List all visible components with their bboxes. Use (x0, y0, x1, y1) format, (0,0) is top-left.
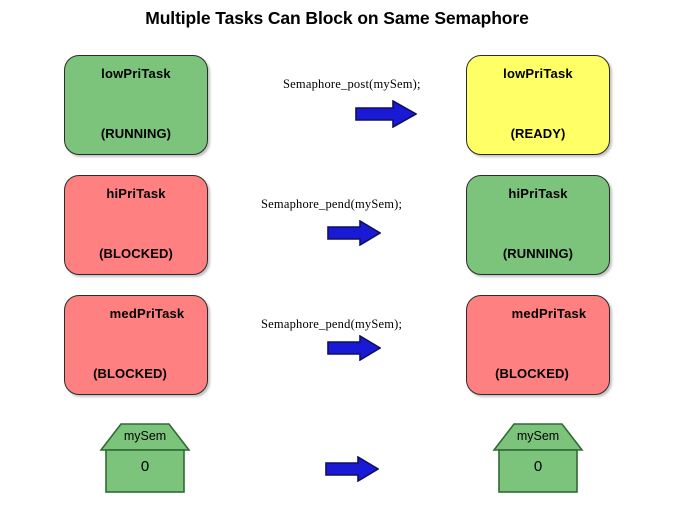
task-box-hi-pri-before: hiPriTask (BLOCKED) (64, 175, 208, 275)
task-box-med-pri-before: medPriTask (BLOCKED) (64, 295, 208, 395)
semaphore-shape-after: mySem 0 (490, 422, 586, 494)
task-name: medPriTask (109, 306, 185, 321)
semaphore-name: mySem (516, 429, 560, 443)
task-box-low-pri-after: lowPriTask (READY) (466, 55, 610, 155)
page-title: Multiple Tasks Can Block on Same Semapho… (145, 8, 529, 28)
semaphore-name: mySem (123, 429, 167, 443)
task-box-hi-pri-after: hiPriTask (RUNNING) (466, 175, 610, 275)
code-label-semaphore-pend-med: Semaphore_pend(mySem); (261, 317, 403, 331)
task-state: (BLOCKED) (99, 246, 173, 261)
semaphore-count: 0 (140, 458, 150, 475)
task-name: lowPriTask (101, 66, 171, 81)
task-state: (RUNNING) (100, 126, 172, 141)
task-state: (BLOCKED) (93, 366, 167, 381)
task-name: lowPriTask (503, 66, 573, 81)
right-arrow-icon (355, 99, 418, 133)
task-box-low-pri-before: lowPriTask (RUNNING) (64, 55, 208, 155)
task-state: (BLOCKED) (495, 366, 569, 381)
semaphore-shape-before: mySem 0 (97, 422, 193, 494)
right-arrow-icon (327, 334, 382, 366)
task-state: (RUNNING) (502, 246, 574, 261)
task-box-med-pri-after: medPriTask (BLOCKED) (466, 295, 610, 395)
task-name: medPriTask (511, 306, 587, 321)
code-label-semaphore-post: Semaphore_post(mySem); (283, 77, 421, 91)
task-name: hiPriTask (508, 186, 568, 201)
semaphore-count: 0 (533, 458, 543, 475)
task-name: hiPriTask (106, 186, 166, 201)
task-state: (READY) (510, 126, 566, 141)
right-arrow-icon (325, 455, 380, 487)
right-arrow-icon (327, 219, 382, 251)
code-label-semaphore-pend-hi: Semaphore_pend(mySem); (261, 197, 403, 211)
